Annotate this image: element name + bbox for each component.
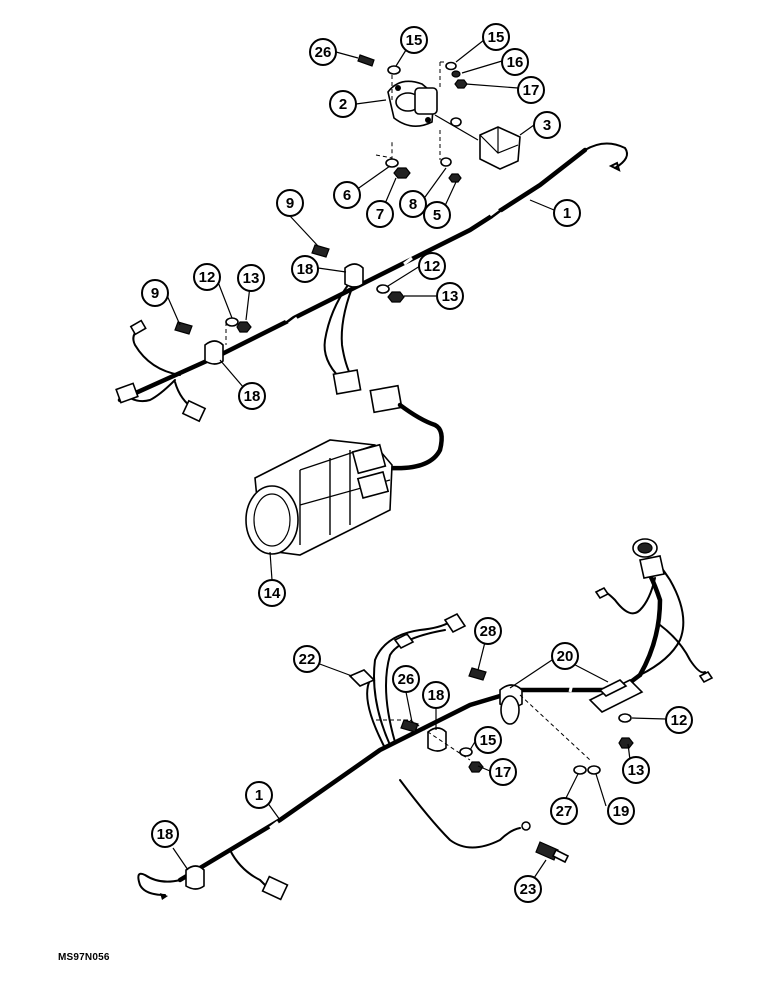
svg-text:27: 27 bbox=[556, 803, 573, 820]
svg-text:18: 18 bbox=[428, 687, 445, 704]
callout-12: 12 bbox=[665, 706, 693, 734]
callout-9: 9 bbox=[141, 279, 169, 307]
upper-harness bbox=[115, 54, 628, 471]
svg-text:15: 15 bbox=[406, 32, 423, 49]
svg-text:19: 19 bbox=[613, 803, 630, 820]
svg-text:12: 12 bbox=[671, 712, 688, 729]
module-part bbox=[479, 126, 521, 170]
switch-block-part bbox=[245, 439, 393, 556]
callouts: 26 15 15 16 17 2 3 6 7 8 5 1 9 18 12 13 … bbox=[141, 23, 693, 903]
callout-18: 18 bbox=[422, 681, 450, 709]
svg-text:8: 8 bbox=[409, 196, 417, 213]
callout-22: 22 bbox=[293, 645, 321, 673]
callout-17: 17 bbox=[517, 76, 545, 104]
callout-1: 1 bbox=[245, 781, 273, 809]
callout-15: 15 bbox=[474, 726, 502, 754]
svg-text:18: 18 bbox=[244, 388, 261, 405]
svg-text:18: 18 bbox=[297, 261, 314, 278]
svg-text:5: 5 bbox=[433, 207, 441, 224]
svg-text:9: 9 bbox=[151, 285, 159, 302]
callout-12: 12 bbox=[193, 263, 221, 291]
svg-text:16: 16 bbox=[507, 54, 524, 71]
callout-23: 23 bbox=[514, 875, 542, 903]
callout-28: 28 bbox=[474, 617, 502, 645]
callout-13: 13 bbox=[436, 282, 464, 310]
callout-5: 5 bbox=[423, 201, 451, 229]
svg-text:26: 26 bbox=[315, 44, 332, 61]
callout-2: 2 bbox=[329, 90, 357, 118]
callout-26: 26 bbox=[392, 665, 420, 693]
svg-text:17: 17 bbox=[495, 764, 512, 781]
svg-text:14: 14 bbox=[264, 585, 281, 602]
svg-text:22: 22 bbox=[299, 651, 316, 668]
svg-text:6: 6 bbox=[343, 187, 351, 204]
callout-13: 13 bbox=[237, 264, 265, 292]
svg-text:28: 28 bbox=[480, 623, 497, 640]
callout-3: 3 bbox=[533, 111, 561, 139]
callout-15: 15 bbox=[482, 23, 510, 51]
callout-27: 27 bbox=[550, 797, 578, 825]
svg-text:3: 3 bbox=[543, 117, 551, 134]
svg-text:12: 12 bbox=[199, 269, 216, 286]
svg-text:15: 15 bbox=[488, 29, 505, 46]
callout-18: 18 bbox=[238, 382, 266, 410]
callout-6: 6 bbox=[333, 181, 361, 209]
lower-harness bbox=[137, 538, 714, 901]
svg-text:20: 20 bbox=[557, 648, 574, 665]
svg-text:26: 26 bbox=[398, 671, 415, 688]
harness-main-lower bbox=[177, 672, 643, 883]
svg-text:7: 7 bbox=[376, 206, 384, 223]
callout-16: 16 bbox=[501, 48, 529, 76]
svg-text:17: 17 bbox=[523, 82, 540, 99]
svg-text:23: 23 bbox=[520, 881, 537, 898]
figure-code: MS97N056 bbox=[58, 952, 110, 963]
svg-text:15: 15 bbox=[480, 732, 497, 749]
round-connector bbox=[632, 538, 665, 579]
svg-text:1: 1 bbox=[255, 787, 263, 804]
callout-18: 18 bbox=[151, 820, 179, 848]
svg-text:1: 1 bbox=[563, 205, 571, 222]
svg-text:2: 2 bbox=[339, 96, 347, 113]
callout-8: 8 bbox=[399, 190, 427, 218]
callout-14: 14 bbox=[258, 579, 286, 607]
svg-text:13: 13 bbox=[442, 288, 459, 305]
callout-19: 19 bbox=[607, 797, 635, 825]
harness-upper-end-lead bbox=[584, 142, 628, 169]
callout-20: 20 bbox=[551, 642, 579, 670]
svg-text:13: 13 bbox=[243, 270, 260, 287]
svg-text:13: 13 bbox=[628, 762, 645, 779]
callout-12: 12 bbox=[418, 252, 446, 280]
callout-15: 15 bbox=[400, 26, 428, 54]
svg-text:9: 9 bbox=[286, 195, 294, 212]
callout-9: 9 bbox=[276, 189, 304, 217]
callout-18: 18 bbox=[291, 255, 319, 283]
leader-lines bbox=[165, 39, 667, 879]
callout-13: 13 bbox=[622, 756, 650, 784]
callout-17: 17 bbox=[489, 758, 517, 786]
callout-1: 1 bbox=[553, 199, 581, 227]
svg-text:12: 12 bbox=[424, 258, 441, 275]
svg-text:18: 18 bbox=[157, 826, 174, 843]
relay-assembly bbox=[387, 80, 438, 127]
callout-7: 7 bbox=[366, 200, 394, 228]
callout-26: 26 bbox=[309, 38, 337, 66]
